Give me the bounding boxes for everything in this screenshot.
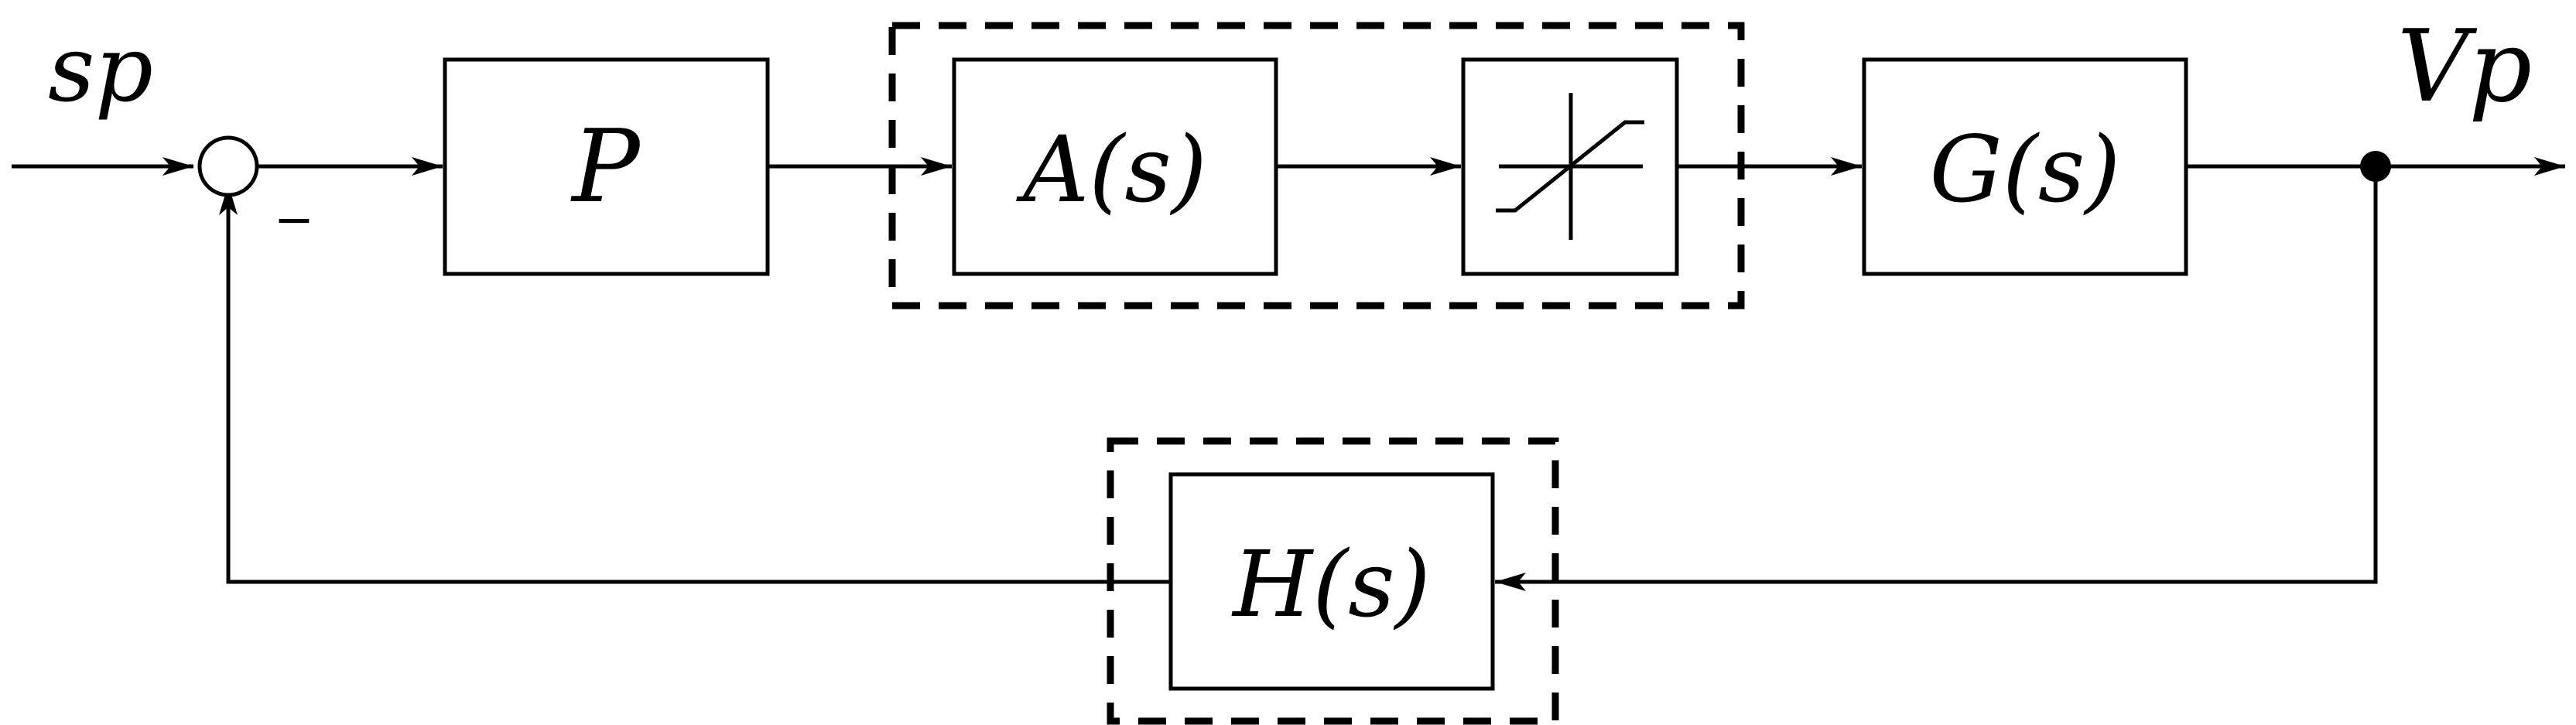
sum-minus-sign: − (274, 191, 314, 248)
controller-block (443, 57, 770, 276)
feedback-label: H(s) (1231, 531, 1431, 638)
saturation-icon (1496, 93, 1644, 240)
pickoff-to-feedback-line (1495, 166, 2378, 591)
plant-label: G(s) (1930, 116, 2121, 223)
input-label: sp (48, 15, 153, 122)
feedback-to-sum-line (219, 184, 1171, 584)
actuator-block (952, 57, 1278, 276)
actuator-label: A(s) (1016, 116, 1207, 223)
pickoff-point (2360, 151, 2391, 182)
plant-block (1862, 57, 2188, 276)
output-label: Vp (2397, 9, 2532, 125)
controller-label: P (570, 108, 641, 225)
summing-junction (197, 135, 259, 197)
feedback-block (1168, 472, 1495, 691)
